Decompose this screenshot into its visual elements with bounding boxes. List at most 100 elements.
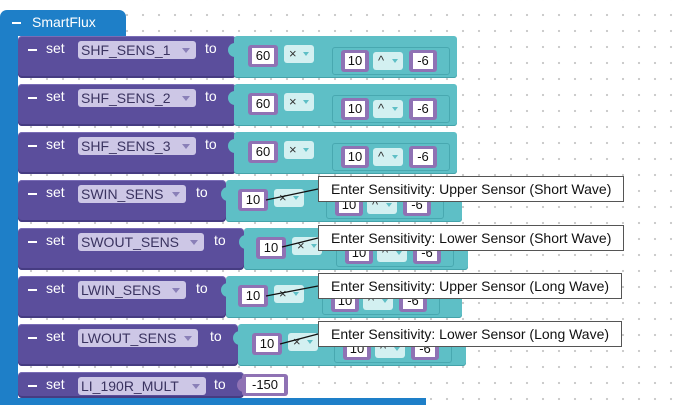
number-value[interactable]: -6 (413, 101, 433, 117)
number-block[interactable]: 60 (248, 93, 278, 115)
comment-tooltip: Enter Sensitivity: Lower Sensor (Long Wa… (318, 321, 623, 347)
procedure-title: SmartFlux (32, 14, 96, 30)
input-connector (221, 283, 228, 297)
number-value[interactable]: -150 (246, 377, 284, 393)
number-block[interactable]: 10 (238, 285, 268, 307)
to-label: to (214, 232, 226, 248)
number-block[interactable]: 10 (341, 146, 369, 168)
number-value[interactable]: 10 (242, 288, 264, 304)
comment-tooltip: Enter Sensitivity: Upper Sensor (Long Wa… (318, 273, 623, 299)
number-value[interactable]: 10 (345, 101, 365, 117)
number-value[interactable]: 60 (252, 48, 274, 64)
set-variable-block[interactable]: set SHF_SENS_3 to (18, 132, 236, 174)
times-operator-dropdown[interactable]: × (284, 141, 314, 159)
set-label: set (46, 184, 65, 200)
collapse-minus-icon[interactable] (28, 385, 37, 387)
variable-dropdown[interactable]: LWOUT_SENS (78, 329, 198, 347)
input-connector (233, 331, 240, 345)
to-label: to (205, 40, 217, 56)
variable-dropdown[interactable]: LI_190R_MULT (78, 377, 206, 395)
number-value[interactable]: 10 (256, 336, 278, 352)
to-label: to (210, 328, 222, 344)
number-value[interactable]: 10 (260, 240, 282, 256)
power-operator-dropdown[interactable]: ^ (373, 100, 403, 118)
input-connector (228, 139, 235, 153)
set-label: set (46, 40, 65, 56)
to-label: to (205, 88, 217, 104)
number-block[interactable]: -6 (409, 146, 437, 168)
input-connector (228, 43, 235, 57)
procedure-footer (18, 398, 426, 405)
input-connector (237, 378, 244, 392)
power-block[interactable]: 10 ^ -6 (332, 95, 450, 123)
number-block[interactable]: 10 (256, 237, 286, 259)
number-value[interactable]: -6 (413, 149, 433, 165)
number-value[interactable]: 10 (345, 53, 365, 69)
variable-dropdown[interactable]: LWIN_SENS (78, 281, 186, 299)
variable-dropdown[interactable]: SHF_SENS_1 (78, 41, 196, 59)
number-value[interactable]: 10 (345, 149, 365, 165)
set-variable-block[interactable]: set LWIN_SENS to (18, 276, 226, 318)
set-variable-block[interactable]: set SWIN_SENS to (18, 180, 226, 222)
set-label: set (46, 88, 65, 104)
collapse-minus-icon[interactable] (28, 241, 37, 243)
number-block[interactable]: 10 (252, 333, 282, 355)
input-connector (221, 187, 228, 201)
times-operator-dropdown[interactable]: × (274, 189, 304, 207)
set-label: set (46, 232, 65, 248)
variable-dropdown[interactable]: SWIN_SENS (78, 185, 186, 203)
to-label: to (196, 184, 208, 200)
collapse-minus-icon[interactable] (28, 193, 37, 195)
number-value[interactable]: -6 (413, 53, 433, 69)
number-block[interactable]: -6 (409, 50, 437, 72)
collapse-minus-icon[interactable] (28, 97, 37, 99)
procedure-spine (0, 34, 18, 405)
set-variable-block[interactable]: set SHF_SENS_2 to (18, 84, 236, 126)
to-label: to (214, 376, 226, 392)
multiply-block[interactable]: 60 × 10 ^ -6 (234, 132, 457, 174)
number-block[interactable]: 10 (341, 50, 369, 72)
collapse-minus-icon[interactable] (28, 337, 37, 339)
variable-dropdown[interactable]: SWOUT_SENS (78, 233, 204, 251)
collapse-minus-icon[interactable] (12, 22, 21, 24)
to-label: to (196, 280, 208, 296)
power-block[interactable]: 10 ^ -6 (332, 143, 450, 171)
set-label: set (46, 328, 65, 344)
collapse-minus-icon[interactable] (28, 49, 37, 51)
comment-tooltip: Enter Sensitivity: Lower Sensor (Short W… (318, 225, 625, 251)
procedure-header[interactable]: SmartFlux (0, 10, 126, 36)
power-operator-dropdown[interactable]: ^ (373, 52, 403, 70)
number-value[interactable]: 60 (252, 96, 274, 112)
set-variable-block[interactable]: set SHF_SENS_1 to (18, 36, 236, 78)
collapse-minus-icon[interactable] (28, 145, 37, 147)
set-variable-block[interactable]: set LI_190R_MULT to (18, 372, 244, 398)
set-variable-block[interactable]: set SWOUT_SENS to (18, 228, 244, 270)
multiply-block[interactable]: 60 × 10 ^ -6 (234, 84, 457, 126)
number-block[interactable]: -150 (242, 374, 288, 396)
input-connector (228, 91, 235, 105)
set-variable-block[interactable]: set LWOUT_SENS to (18, 324, 238, 366)
times-operator-dropdown[interactable]: × (274, 285, 304, 303)
number-block[interactable]: 10 (238, 189, 268, 211)
number-block[interactable]: -6 (409, 98, 437, 120)
number-value[interactable]: 10 (242, 192, 264, 208)
times-operator-dropdown[interactable]: × (284, 45, 314, 63)
power-block[interactable]: 10 ^ -6 (332, 47, 450, 75)
input-connector (239, 235, 246, 249)
set-label: set (46, 136, 65, 152)
number-block[interactable]: 10 (341, 98, 369, 120)
multiply-block[interactable]: 60 × 10 ^ -6 (234, 36, 457, 78)
times-operator-dropdown[interactable]: × (288, 333, 318, 351)
comment-tooltip: Enter Sensitivity: Upper Sensor (Short W… (318, 176, 625, 202)
number-value[interactable]: 60 (252, 144, 274, 160)
number-block[interactable]: 60 (248, 45, 278, 67)
to-label: to (205, 136, 217, 152)
collapse-minus-icon[interactable] (28, 289, 37, 291)
times-operator-dropdown[interactable]: × (284, 93, 314, 111)
number-block[interactable]: 60 (248, 141, 278, 163)
set-label: set (46, 376, 65, 392)
set-label: set (46, 280, 65, 296)
variable-dropdown[interactable]: SHF_SENS_3 (78, 137, 196, 155)
power-operator-dropdown[interactable]: ^ (373, 148, 403, 166)
variable-dropdown[interactable]: SHF_SENS_2 (78, 89, 196, 107)
